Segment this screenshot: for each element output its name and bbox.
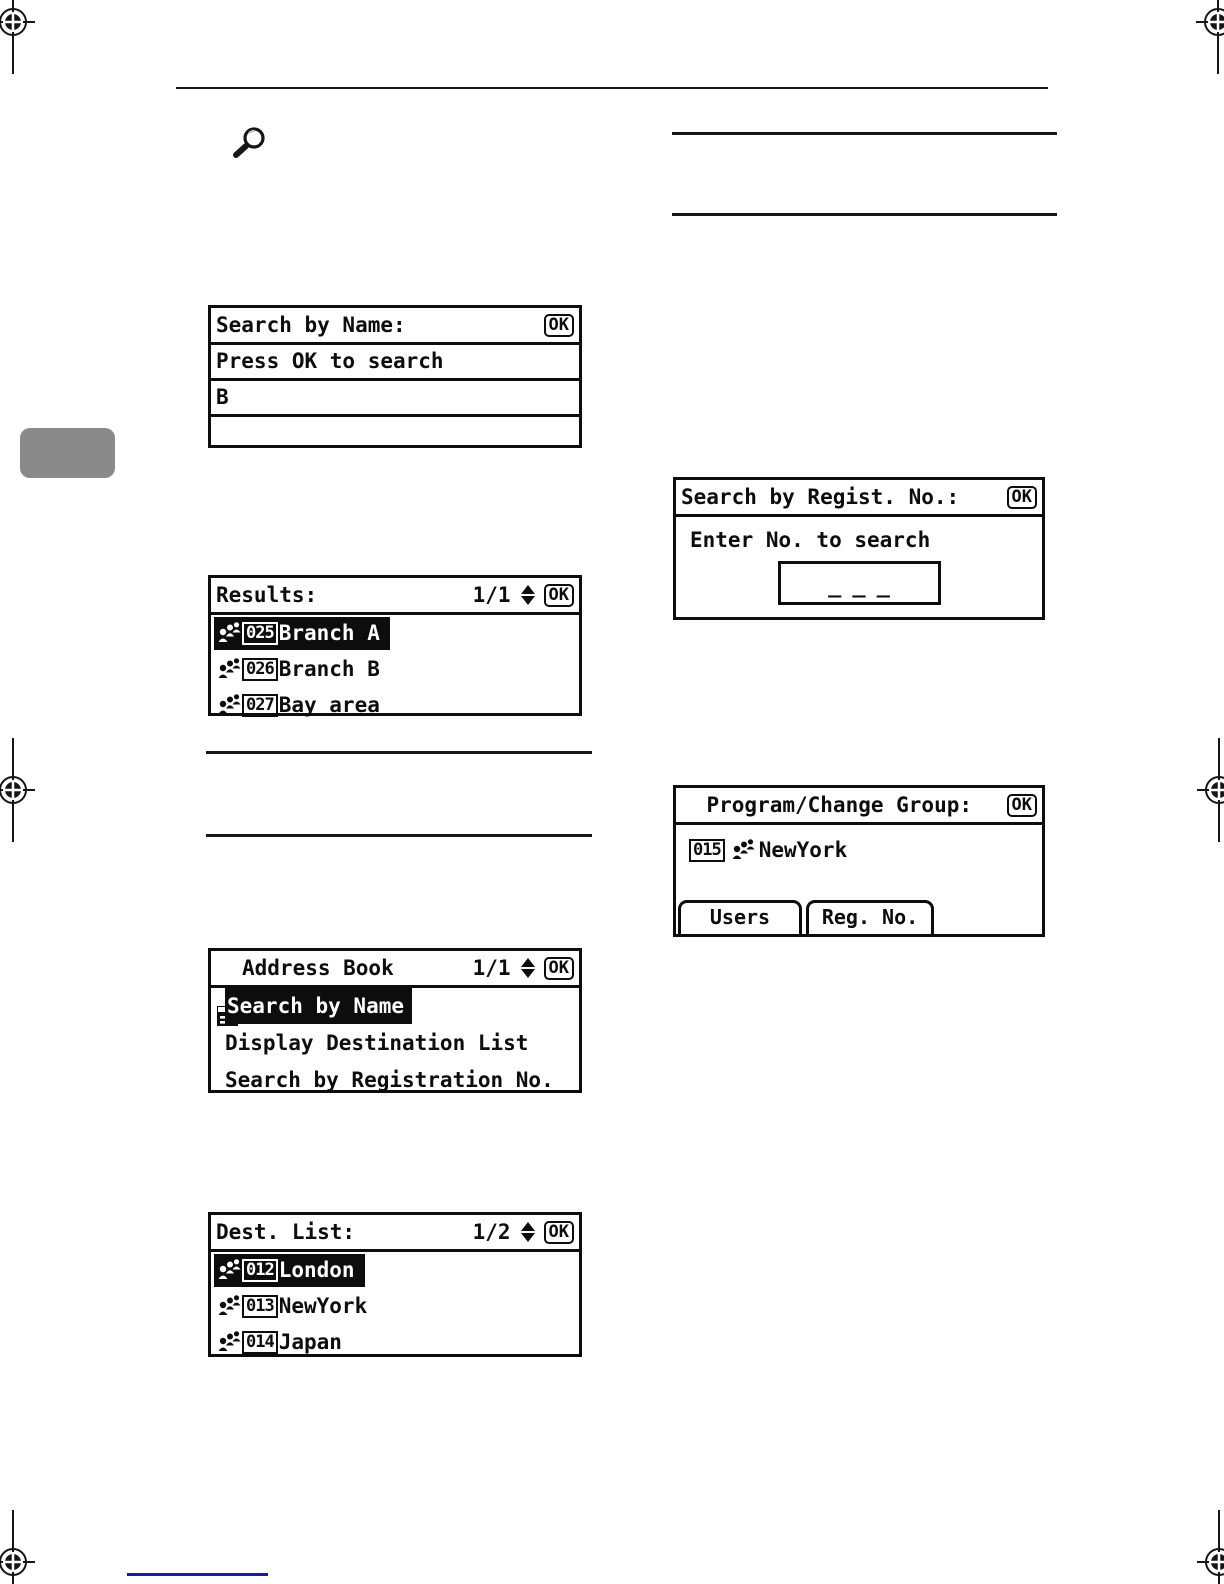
chapter-tab [20,428,115,478]
lcd-header: Results: 1/1 OK [211,578,579,615]
menu-item-display-destination-list[interactable]: Display Destination List [225,1031,529,1055]
group-icon [731,839,755,861]
registration-mark [0,0,35,74]
registration-number: 012 [242,1258,278,1282]
entry-name: Bay area [278,693,380,717]
users-tab-button[interactable]: Users [678,900,802,934]
group-name: NewYork [758,838,848,862]
note-rule-bottom-right [672,213,1057,216]
lcd-header: Search by Name: OK [211,308,579,345]
lcd-screen-program-change-group: Program/Change Group: OK 015 NewYork Use… [673,785,1045,937]
ok-button[interactable]: OK [543,1220,574,1244]
lcd-screen-search-by-regist-no: Search by Regist. No.: OK Enter No. to s… [673,477,1045,620]
lcd-header: Address Book 1/1 OK [211,951,579,1026]
scroll-arrows-icon[interactable] [520,958,535,978]
lcd-header: Search by Regist. No.: OK [676,480,1042,517]
registration-number: 014 [242,1330,278,1354]
group-icon [217,1259,241,1281]
screen-title: Search by Name: [216,313,406,337]
reg-no-tab-button[interactable]: Reg. No. [806,900,934,934]
number-input-field[interactable]: ___ [777,561,941,605]
entry-name: NewYork [278,1294,368,1318]
group-icon [217,1295,241,1317]
ok-button[interactable]: OK [1006,485,1037,509]
page-indicator: 1/2 [472,1220,511,1244]
lcd-header: Program/Change Group: OK [676,788,1042,825]
page-indicator: 1/1 [472,583,511,607]
entry-name: Japan [278,1330,342,1354]
screen-title: Program/Change Group: [706,793,973,817]
page-indicator: 1/1 [472,956,511,980]
screen-title: Results: [216,583,318,607]
ok-button[interactable]: OK [543,583,574,607]
registration-number: 027 [242,693,278,717]
ok-button[interactable]: OK [543,313,574,337]
screen-title: Search by Regist. No.: [681,485,960,509]
entry-name: Branch B [278,657,380,681]
lcd-text-row: Press OK to search [211,345,579,381]
registration-number: 025 [242,621,278,645]
note-rule-top-right [672,132,1057,135]
page-header-rule [176,87,1048,89]
footer-link-underline [127,1573,268,1576]
menu-item-search-by-registration-no[interactable]: Search by Registration No. [225,1068,554,1092]
group-icon [217,1331,241,1353]
registration-number: 026 [242,657,278,681]
ok-button[interactable]: OK [543,956,574,980]
address-book-menu-icon [216,956,240,1026]
lcd-header: Dest. List: 1/2 OK [211,1215,579,1252]
registration-mark [1197,738,1224,842]
group-icon [217,658,241,680]
registration-number: 013 [242,1294,278,1318]
lcd-screen-search-by-name: Search by Name: OK Press OK to search B [208,305,582,448]
note-rule-top-left [206,751,592,754]
menu-item-search-by-name[interactable]: Search by Name [211,988,579,1025]
ok-button[interactable]: OK [1006,793,1037,817]
registration-mark [1196,0,1224,74]
function-tabs: Users Reg. No. [678,900,934,934]
screen-title: Dest. List: [216,1220,356,1244]
group-icon [217,622,241,644]
registration-mark [0,738,35,842]
lcd-text-row [211,417,579,450]
registration-mark [0,1510,35,1584]
group-icon [217,694,241,716]
screen-title: Address Book [242,956,394,980]
entry-name: Branch A [278,621,380,645]
registration-mark [1197,1510,1224,1584]
registration-number: 015 [689,838,725,862]
note-rule-bottom-left [206,834,592,837]
scroll-arrows-icon[interactable] [520,1222,535,1242]
lcd-screen-address-book: Address Book 1/1 OK Search by Name Displ… [208,948,582,1093]
reference-magnifier-icon [233,127,265,158]
group-entry: 015 NewYork [688,838,1042,862]
entry-name: London [278,1258,355,1282]
prompt-text: Enter No. to search [690,528,931,552]
scroll-arrows-icon[interactable] [520,585,535,605]
name-entry-field[interactable]: B [211,381,579,417]
